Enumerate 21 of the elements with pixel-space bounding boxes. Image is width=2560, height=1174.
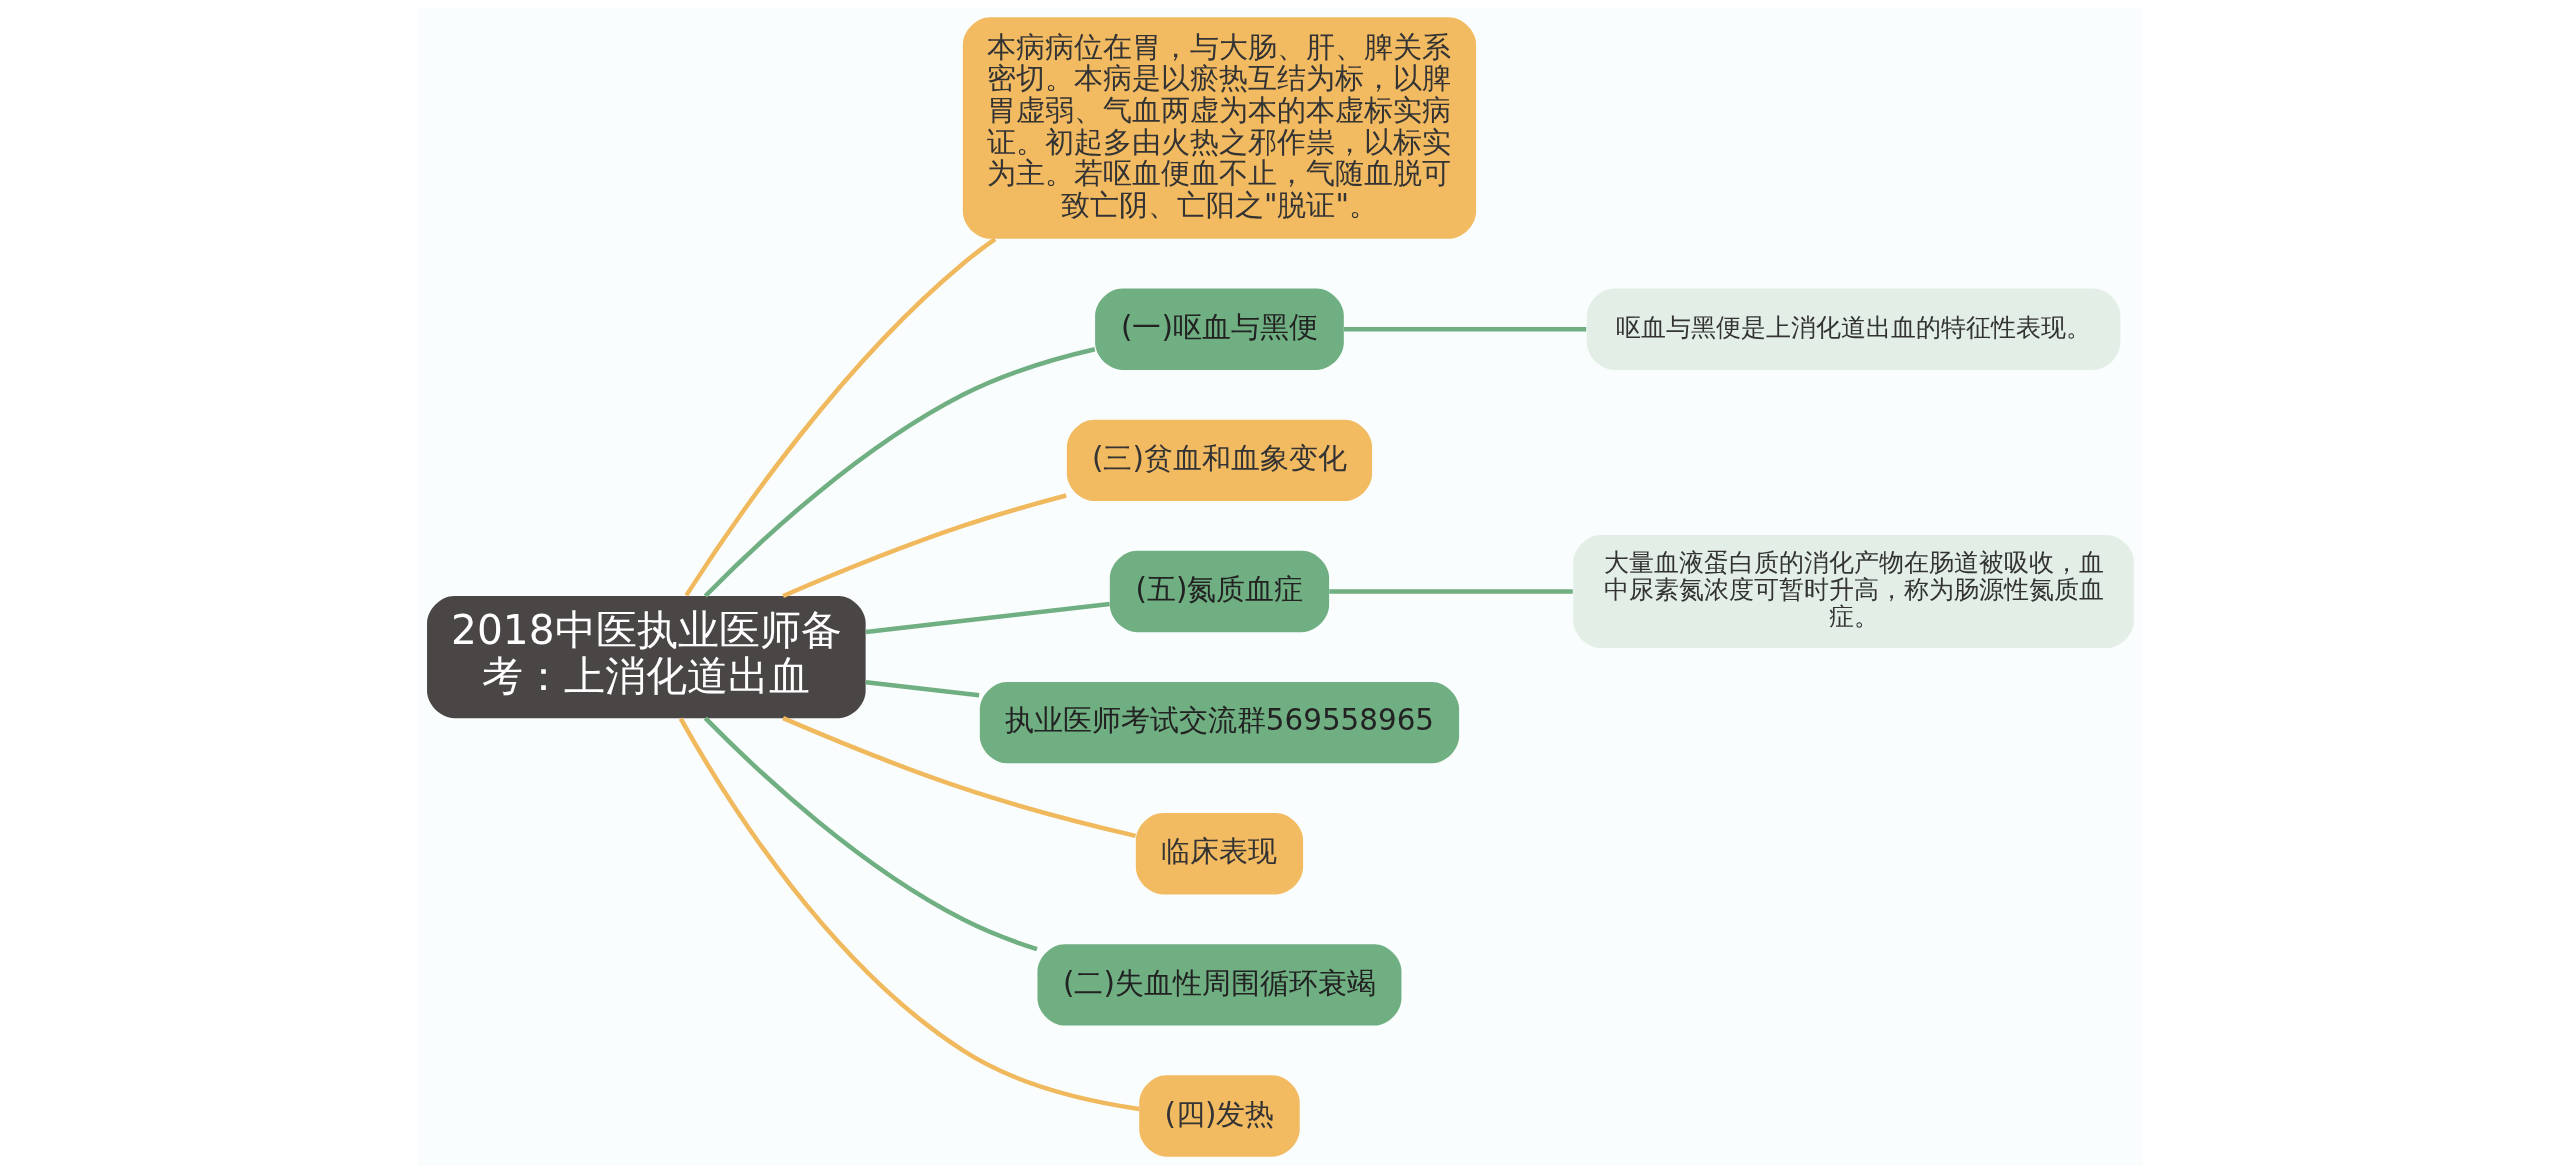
- node-box: 执业医师考试交流群569558965: [979, 681, 1459, 764]
- node-box: (二)失血性周围循环衰竭: [1036, 944, 1401, 1026]
- connector: [865, 679, 979, 698]
- node-box: 临床表现: [1135, 813, 1303, 895]
- node-box: (一)呕血与黑便: [1094, 288, 1344, 370]
- connector: [1328, 589, 1573, 594]
- connector: [703, 716, 1038, 952]
- node-box: (四)发热: [1138, 1075, 1300, 1157]
- connector: [781, 716, 1136, 839]
- connector: [781, 493, 1067, 599]
- node-box: (五)氮质血症: [1109, 550, 1329, 633]
- node-box: 呕血与黑便是上消化道出血的特征性表现。: [1586, 288, 2120, 370]
- connector: [683, 237, 996, 597]
- connector: [703, 347, 1095, 598]
- node-box: 大量血液蛋白质的消化产物在肠道被吸收，血中尿素氮浓度可暂时升高，称为肠源性氮质血症。: [1572, 535, 2134, 649]
- connector: [678, 717, 1139, 1112]
- connector: [1343, 327, 1586, 332]
- node-box: (三)贫血和血象变化: [1066, 419, 1372, 502]
- node-box: 2018中医执业医师备考：上消化道出血: [426, 596, 866, 719]
- connector: [865, 601, 1110, 635]
- node-box: 本病病位在胃，与大肠、肝、脾关系密切。本病是以瘀热互结为标，以脾胃虚弱、气血两虚为本的本虚标实病证。初起多由火热之邪作祟，以标实为主。若呕血便血不止，气随血脱可致亡阴、亡阳之"脱证"。: [962, 17, 1476, 239]
